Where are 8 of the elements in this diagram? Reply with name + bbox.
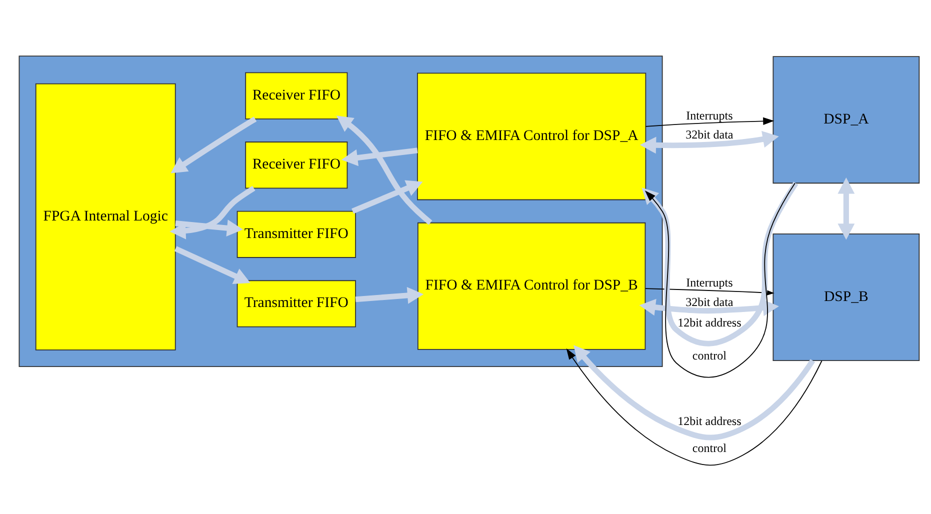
edge-label: 12bit address <box>678 414 742 428</box>
edge-label: 12bit address <box>678 315 742 330</box>
edge-label: 32bit data <box>686 294 734 309</box>
edge-label: 32bit data <box>686 128 734 142</box>
edge-label: Interrupts <box>686 108 733 122</box>
edge-label: control <box>692 440 726 455</box>
edge-label: Interrupts <box>686 276 733 290</box>
edge-label: control <box>692 348 726 363</box>
